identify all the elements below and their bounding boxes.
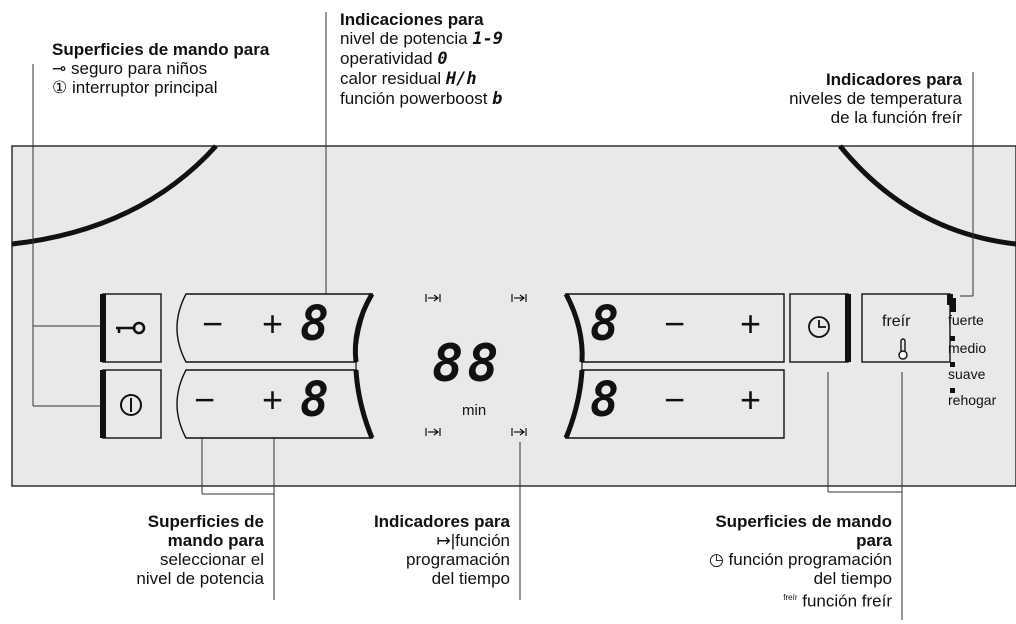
plus-button-rear-left[interactable]: + — [262, 379, 284, 420]
callout-bottom-center-line-1: función — [455, 531, 510, 550]
level-marker-strong — [950, 298, 956, 312]
plus-button-front-right[interactable]: + — [740, 303, 762, 344]
callout-bottom-right-title-2: para — [856, 531, 892, 550]
childlock-text: seguro para niños — [70, 59, 208, 78]
callout-top-left-title: Superficies de mando para — [52, 40, 270, 59]
level-marker-medium — [950, 336, 955, 341]
callout-bottom-right-title-1: Superficies de mando — [715, 512, 892, 531]
callout-bottom-right-line-3: función freír — [802, 591, 892, 611]
callout-top-right-title: Indicadores para — [825, 70, 962, 89]
callout-top-right: Indicadores para niveles de temperatura … — [660, 70, 962, 127]
callout-top-right-line-1: niveles de temperatura — [789, 89, 962, 108]
callout-bottom-center-title: Indicadores para — [373, 512, 510, 531]
plus-button-front-left[interactable]: + — [262, 303, 284, 344]
timer-indicator-front-right — [511, 294, 527, 302]
level-label-soft: suave — [948, 366, 986, 382]
frying-button[interactable] — [861, 293, 953, 363]
temp-level-markers — [950, 298, 956, 393]
clock-icon — [808, 316, 830, 338]
operational-text: operatividad — [340, 49, 433, 68]
level-marker-braise — [950, 388, 955, 393]
callout-bottom-center-line-2: programación — [406, 550, 510, 569]
timer-indicator-rear-right — [511, 428, 527, 436]
callout-top-right-line-2: de la función freír — [830, 108, 962, 127]
minus-button-rear-left[interactable]: − — [194, 379, 216, 420]
minus-button-rear-right[interactable]: − — [664, 379, 686, 420]
minus-button-front-left[interactable]: − — [202, 303, 224, 344]
clock-icon: ◷ — [708, 550, 724, 569]
childlock-button[interactable] — [100, 293, 162, 363]
key-icon — [116, 321, 146, 335]
callout-bottom-center-line-3: del tiempo — [431, 569, 510, 588]
residual-heat-code: H/h — [445, 69, 477, 89]
callout-bottom-left-line-1: seleccionar el — [160, 550, 264, 569]
timer-indicator-rear-left — [425, 428, 441, 436]
level-label-strong: fuerte — [948, 312, 984, 328]
callout-bottom-right-line-2: del tiempo — [813, 569, 892, 588]
powerboost-code: b — [492, 89, 503, 109]
timer-arrow-icon: ↦| — [436, 531, 456, 550]
timer-indicator-front-left — [425, 294, 441, 302]
plus-button-rear-right[interactable]: + — [740, 379, 762, 420]
minus-button-front-right[interactable]: − — [664, 303, 686, 344]
level-label-medium: medio — [948, 340, 987, 356]
level-marker-soft — [950, 362, 955, 367]
power-display-front-left: 8 — [300, 296, 329, 352]
timer-unit: min — [462, 402, 487, 419]
callout-bottom-right: Superficies de mando para ◷ función prog… — [620, 512, 892, 611]
main-switch-button[interactable] — [100, 369, 162, 439]
power-display-rear-right: 8 — [590, 372, 619, 428]
hob-zone-right-arc — [838, 144, 1016, 247]
level-label-braise: rehogar — [948, 392, 997, 408]
callout-bottom-left: Superficies de mando para seleccionar el… — [60, 512, 264, 588]
callout-top-left: Superficies de mando para ⊸ seguro para … — [52, 40, 312, 97]
frying-mini-icon: freír — [783, 593, 798, 602]
mainswitch-text: interruptor principal — [71, 78, 218, 97]
callout-bottom-left-line-2: nivel de potencia — [136, 569, 264, 588]
operational-code: 0 — [437, 49, 448, 69]
residual-heat-text: calor residual — [340, 69, 442, 88]
thermometer-icon — [898, 338, 908, 360]
callout-top-center: Indicaciones para nivel de potencia 1-9 … — [340, 10, 640, 109]
power-icon — [120, 394, 142, 416]
callout-bottom-left-title-2: mando para — [167, 531, 264, 550]
power-display-rear-left: 8 — [300, 372, 329, 428]
frying-button-label: freír — [882, 313, 911, 330]
power-icon: ① — [52, 78, 68, 97]
timer-button[interactable] — [789, 293, 851, 363]
callout-bottom-center: Indicadores para ↦|función programación … — [300, 512, 510, 588]
key-icon: ⊸ — [52, 59, 67, 78]
hob-zone-left-arc — [11, 144, 218, 247]
power-level-text: nivel de potencia — [340, 29, 468, 48]
callout-bottom-right-line-1: función programación — [728, 550, 892, 569]
callout-bottom-left-title-1: Superficies de — [147, 512, 264, 531]
callout-top-center-title: Indicaciones para — [340, 10, 484, 29]
power-level-code: 1-9 — [472, 29, 504, 49]
timer-indicators — [425, 294, 527, 436]
timer-display: 88 — [432, 334, 503, 394]
powerboost-text: función powerboost — [340, 89, 488, 108]
power-display-front-right: 8 — [590, 296, 619, 352]
